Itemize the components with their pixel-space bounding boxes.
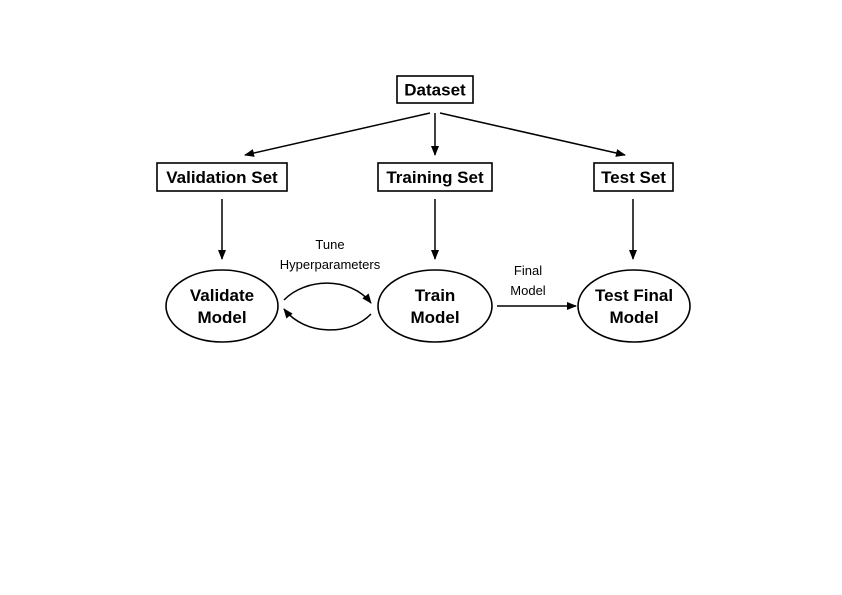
training-set-box (377, 162, 493, 192)
final-model-label-line1: Final (514, 263, 542, 278)
test-final-model-ellipse (577, 269, 691, 343)
train-model-label-line2: Model (410, 308, 459, 327)
arrow-dataset-to-test (439, 112, 626, 157)
train-model-label-line1: Train (415, 286, 456, 305)
test-set-node: Test Set (593, 162, 674, 192)
validation-set-node: Validation Set (156, 162, 288, 192)
final-model-label-line2: Model (510, 283, 546, 298)
arrow-validate-to-train-curve (283, 282, 372, 304)
tune-label-line2: Hyperparameters (280, 257, 381, 272)
test-set-label: Test Set (601, 168, 666, 187)
dataset-label: Dataset (404, 81, 466, 100)
training-set-node: Training Set (377, 162, 493, 192)
test-final-model-label-line2: Model (609, 308, 658, 327)
validation-set-box (156, 162, 288, 192)
dataset-node: Dataset (396, 75, 474, 104)
validation-set-label: Validation Set (166, 168, 278, 187)
train-model-node: Train Model (377, 269, 493, 343)
arrow-dataset-to-validation (244, 112, 431, 157)
test-final-model-node: Test Final Model (577, 269, 691, 343)
tune-label-line1: Tune (315, 237, 344, 252)
test-final-model-label-line1: Test Final (595, 286, 673, 305)
dataset-box (396, 75, 474, 104)
training-set-label: Training Set (386, 168, 484, 187)
validate-model-ellipse (165, 269, 279, 343)
arrow-train-to-validate-curve (283, 308, 372, 331)
train-model-ellipse (377, 269, 493, 343)
validate-model-node: Validate Model (165, 269, 279, 343)
test-set-box (593, 162, 674, 192)
validate-model-label-line1: Validate (190, 286, 254, 305)
validate-model-label-line2: Model (197, 308, 246, 327)
